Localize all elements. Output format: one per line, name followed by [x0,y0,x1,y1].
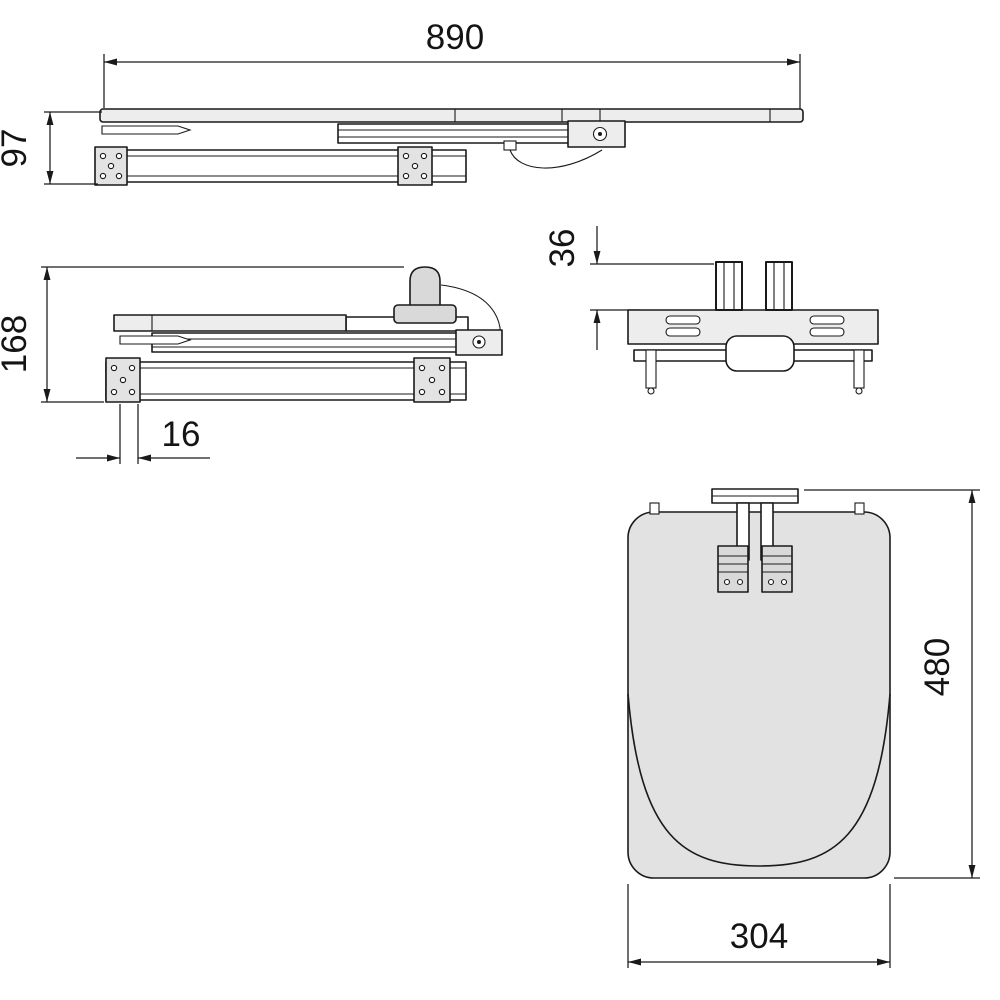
screw-hole [402,172,410,180]
dimension-label-board-width: 304 [730,917,788,956]
release-handle-base [393,304,457,324]
middle-slide-rail [337,123,571,144]
release-handle-grip [409,266,441,308]
view-side-folded: 890 [0,18,804,186]
dimension-890: 890 [103,18,801,114]
screw-hole [420,152,428,160]
dimension-label-hook-height: 36 [543,229,582,268]
screw-hole [402,152,410,160]
view-plan: 480 304 [627,488,980,968]
board-edge-curve [627,693,891,867]
dimension-36: 36 [543,226,714,350]
screw-hole [115,152,123,160]
hanger-hook-right [765,261,793,311]
view-front: 36 [543,226,879,395]
screw-hole [780,578,788,586]
screw-hole [110,364,118,372]
view-side-extended: 168 [0,266,503,464]
cable [509,149,603,169]
screw-hole [411,162,419,170]
tabletop-board [113,314,347,332]
dimension-16: 16 [76,404,210,464]
slot-hole [809,315,845,325]
screw-hole [428,376,436,384]
dimension-label-board-length: 480 [918,638,957,696]
clamp-block-right [761,545,793,593]
hanger-hook-left [715,261,743,311]
end-foot [645,349,657,389]
clamp-block-left [717,545,749,593]
screw-hole [418,388,426,396]
mount-bracket-mid [397,146,433,186]
pivot-pin [477,340,481,344]
screw-hole [420,172,428,180]
dimension-304: 304 [627,884,891,968]
screw-hole [99,152,107,160]
foot-tip [647,387,655,395]
dimension-97: 97 [0,111,102,185]
slot-hole [665,327,701,337]
foot-tip [855,387,863,395]
screw-hole [438,388,446,396]
screw-hole [128,364,136,372]
stud [854,502,865,515]
stud [649,502,660,515]
dimension-label-overall-width: 890 [426,18,484,57]
pivot-pin [598,132,602,136]
screw-hole [99,172,107,180]
tabletop-board [99,108,804,123]
screw-hole [438,364,446,372]
end-foot [853,349,865,389]
center-bracket [725,335,795,372]
screw-hole [723,578,731,586]
screw-hole [418,364,426,372]
dimension-label-folded-height: 97 [0,129,34,168]
screw-hole [736,578,744,586]
board-outline [627,511,891,879]
dimension-label-extended-height: 168 [0,315,34,373]
screw-hole [128,388,136,396]
slot-hole [665,315,701,325]
screw-hole [767,578,775,586]
screw-hole [107,162,115,170]
cable-clip [503,140,517,151]
latch-strip [119,335,192,345]
dimension-480: 480 [804,489,980,879]
latch-strip [101,125,192,135]
screw-hole [119,376,127,384]
dimension-168: 168 [0,266,404,403]
middle-slide-rail [151,332,501,353]
screw-hole [110,388,118,396]
screw-hole [115,172,123,180]
dimension-label-bracket-offset: 16 [162,415,201,454]
slot-hole [809,327,845,337]
